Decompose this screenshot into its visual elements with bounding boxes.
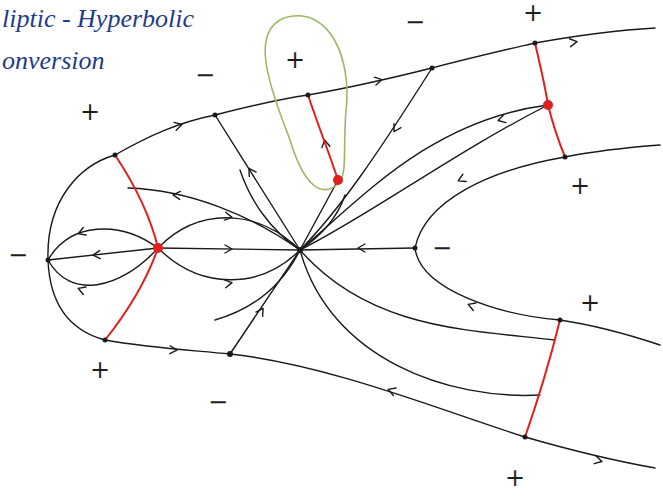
arrowhead bbox=[569, 38, 577, 47]
trajectory bbox=[48, 28, 655, 260]
sign-label: + bbox=[80, 100, 100, 124]
trajectory bbox=[158, 248, 300, 280]
point bbox=[213, 113, 218, 118]
sign-label: − bbox=[195, 63, 215, 87]
trajectory bbox=[300, 68, 432, 250]
trajectory bbox=[230, 250, 300, 354]
sign-label: + bbox=[90, 358, 110, 382]
arrowhead bbox=[93, 251, 101, 260]
point bbox=[46, 258, 51, 263]
arrowhead bbox=[225, 245, 232, 253]
arrowhead bbox=[246, 166, 256, 176]
arrowhead bbox=[467, 301, 476, 311]
trajectory bbox=[128, 188, 300, 250]
point bbox=[227, 351, 233, 357]
arrowhead bbox=[256, 306, 267, 316]
trajectory bbox=[158, 218, 300, 250]
trajectory bbox=[215, 115, 300, 250]
sign-label: − bbox=[8, 243, 28, 267]
trajectory bbox=[240, 170, 300, 250]
trajectory bbox=[48, 229, 158, 260]
arrowhead bbox=[77, 228, 86, 238]
arrowhead bbox=[173, 191, 181, 200]
sign-label: − bbox=[208, 390, 228, 414]
red-segment bbox=[105, 155, 158, 340]
trajectory bbox=[300, 195, 345, 250]
sign-label: + bbox=[580, 291, 600, 315]
point bbox=[558, 318, 563, 323]
trajectory bbox=[415, 145, 660, 345]
point bbox=[103, 338, 108, 343]
arrowhead bbox=[497, 115, 506, 125]
arrowhead bbox=[387, 386, 396, 396]
point bbox=[306, 93, 311, 98]
arrowhead bbox=[594, 456, 603, 465]
sign-label: + bbox=[523, 1, 543, 25]
trajectory bbox=[48, 248, 158, 285]
point bbox=[563, 155, 568, 160]
trajectory bbox=[215, 250, 300, 320]
point bbox=[413, 246, 418, 251]
arrowhead bbox=[224, 279, 232, 288]
arrowhead bbox=[456, 174, 466, 184]
point bbox=[430, 66, 435, 71]
arrowhead bbox=[374, 76, 383, 85]
sign-label: + bbox=[285, 48, 305, 72]
arrowhead bbox=[358, 244, 365, 252]
red-point bbox=[543, 100, 553, 110]
trajectory bbox=[48, 248, 158, 260]
point bbox=[113, 153, 118, 158]
point bbox=[523, 435, 528, 440]
trajectory bbox=[300, 250, 555, 340]
trajectory bbox=[300, 105, 548, 250]
arrowhead bbox=[224, 212, 232, 221]
point bbox=[533, 41, 538, 46]
trajectory bbox=[300, 250, 540, 395]
highlight-loop bbox=[265, 16, 347, 190]
red-point bbox=[333, 175, 343, 185]
red-segment bbox=[525, 320, 560, 437]
sign-label: − bbox=[405, 10, 425, 34]
arrowhead bbox=[77, 285, 86, 295]
red-segment bbox=[308, 95, 338, 180]
trajectory bbox=[300, 105, 548, 250]
red-point bbox=[153, 243, 163, 253]
sign-label: − bbox=[432, 236, 452, 260]
trajectory bbox=[158, 248, 300, 250]
sign-label: + bbox=[505, 466, 525, 490]
arrowhead bbox=[170, 346, 177, 354]
arrowhead bbox=[174, 121, 183, 131]
point bbox=[297, 247, 303, 253]
arrowhead bbox=[391, 124, 401, 134]
sign-label: + bbox=[570, 174, 590, 198]
red-segment bbox=[535, 43, 565, 157]
